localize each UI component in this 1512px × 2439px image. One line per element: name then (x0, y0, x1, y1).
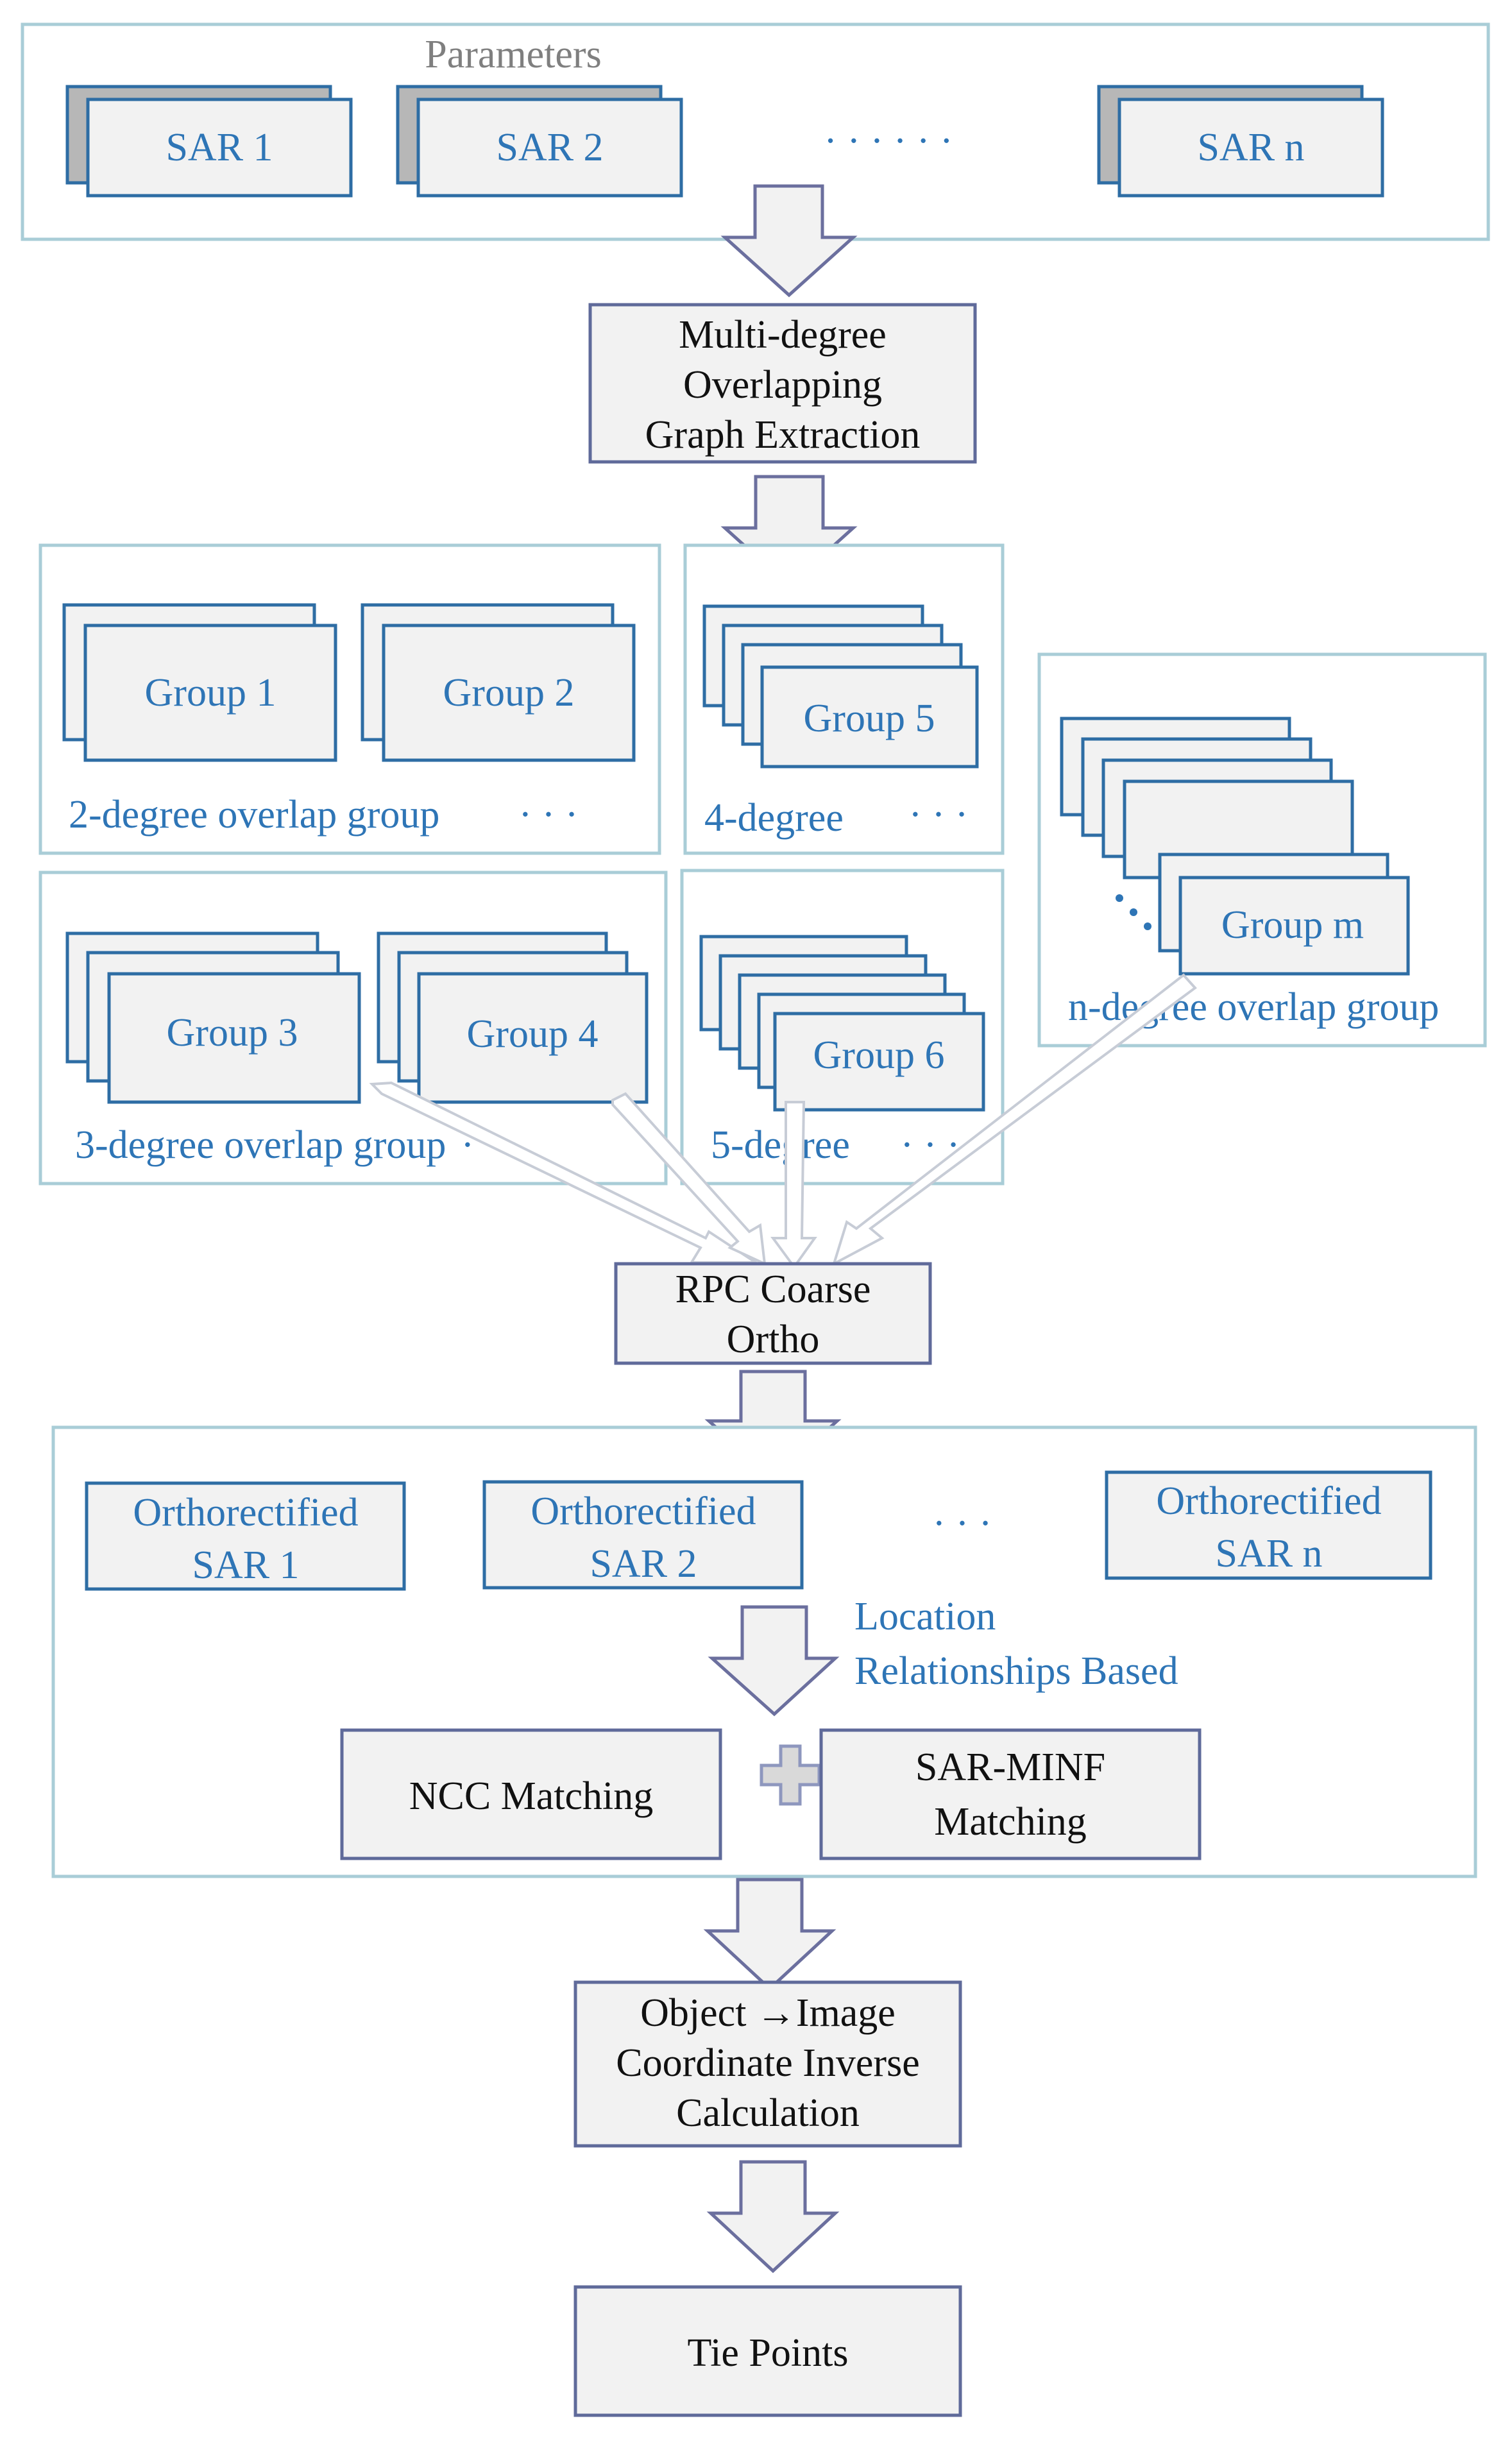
group-2-card (382, 624, 636, 762)
group-m-dot-1 (1116, 894, 1123, 902)
group-3-stack: Group 3 (65, 931, 361, 1104)
sar-1-label: SAR 1 (166, 126, 273, 169)
down-arrow-4 (708, 1605, 840, 1717)
down-arrow-5 (703, 1878, 837, 1991)
ortho-sar-1-box (85, 1481, 406, 1591)
ortho-sar-2-line2: SAR 2 (590, 1542, 697, 1586)
sar-n-card (1117, 98, 1384, 198)
ortho-sar-n-line1: Orthorectified (1156, 1479, 1381, 1523)
location-line1: Location (854, 1595, 996, 1638)
plus-icon (760, 1744, 821, 1806)
group-1-label: Group 1 (145, 671, 276, 715)
group-5-label: Group 5 (804, 697, 935, 740)
group-1-card (83, 624, 337, 762)
group-4-label: Group 4 (467, 1012, 599, 1056)
rpc-line1: RPC Coarse (675, 1268, 871, 1311)
tie-points-box (573, 2285, 962, 2417)
tie-points-label: Tie Points (688, 2331, 849, 2375)
sar-minf-line2: Matching (934, 1800, 1087, 1844)
ortho-sar-2: Orthorectified SAR 2 (482, 1480, 804, 1590)
ortho-sar-n-box (1105, 1470, 1432, 1580)
inverse-calc-line1: Object →Image (640, 1991, 896, 2035)
ortho-sar-n-line2: SAR n (1215, 1532, 1322, 1576)
sar-2-card (416, 98, 683, 198)
sar-2-label: SAR 2 (496, 126, 603, 169)
sar-minf-line1: SAR-MINF (915, 1746, 1105, 1789)
graph-extraction-line2: Overlapping (683, 363, 882, 407)
group-3-label: Group 3 (167, 1011, 298, 1055)
group-6-card (773, 1012, 985, 1112)
sar-n-stack: SAR n (1097, 85, 1384, 198)
graph-extraction-line1: Multi-degree (679, 313, 887, 357)
group-m-stack: Group m (1060, 717, 1410, 976)
converge-arrow-deg5 (770, 1101, 817, 1270)
sar-minf-matching: SAR-MINF Matching (819, 1728, 1202, 1860)
sar-minf-matching-box (819, 1728, 1202, 1860)
ortho-sar-1-line2: SAR 1 (192, 1543, 299, 1587)
sar-n-label: SAR n (1197, 126, 1304, 169)
group-m-label: Group m (1221, 903, 1364, 947)
ncc-matching-box (340, 1728, 722, 1860)
group-4-stack: Group 4 (377, 931, 649, 1104)
ncc-matching-label: NCC Matching (409, 1774, 654, 1818)
group-5-stack: Group 5 (702, 604, 979, 769)
inverse-calc-line2: Coordinate Inverse (616, 2041, 919, 2085)
ortho-sar-2-line1: Orthorectified (531, 1490, 756, 1533)
group-m-dot-2 (1130, 908, 1137, 916)
group-3-card (107, 972, 361, 1104)
down-arrow-1 (720, 184, 858, 298)
ortho-ellipsis: · · · (933, 1502, 992, 1545)
rpc-box (614, 1262, 932, 1365)
down-arrow-6 (706, 2160, 840, 2273)
sar-1-stack: SAR 1 (65, 85, 353, 198)
group-1-stack: Group 1 (62, 603, 337, 762)
inverse-calc-box (573, 1980, 962, 2148)
deg3-label: 3-degree overlap group (75, 1123, 446, 1167)
ortho-sar-2-box (482, 1480, 804, 1590)
group-6-stack: Group 6 (699, 935, 985, 1112)
graph-extraction-line3: Graph Extraction (645, 413, 921, 457)
group-m-dot-3 (1144, 922, 1151, 930)
group-4-card (417, 972, 649, 1104)
inverse-calc-line3: Calculation (676, 2091, 860, 2135)
deg4-label: 4-degree (704, 796, 844, 840)
converge-arrow-degn (831, 973, 1197, 1267)
group-2-stack: Group 2 (361, 603, 636, 762)
deg2-label: 2-degree overlap group (69, 793, 439, 837)
group-5-card (760, 665, 979, 769)
sar-1-card (86, 98, 353, 198)
graph-extraction-box (588, 303, 977, 464)
ncc-matching: NCC Matching (340, 1728, 722, 1860)
group-2-label: Group 2 (443, 671, 575, 715)
group-6-label: Group 6 (813, 1033, 945, 1077)
ortho-sar-1-line1: Orthorectified (133, 1491, 358, 1534)
ortho-sar-n: Orthorectified SAR n (1105, 1470, 1432, 1580)
group-m-card (1178, 876, 1410, 976)
deg2-ellipsis: · · · (519, 793, 579, 837)
deg4-ellipsis: · · · (909, 793, 969, 837)
parameters-label: Parameters (425, 33, 601, 76)
deg5-label: 5-degree (711, 1123, 850, 1167)
sar-ellipsis: · · · · · · (824, 119, 953, 163)
ortho-sar-1: Orthorectified SAR 1 (85, 1481, 406, 1591)
sar-2-stack: SAR 2 (396, 85, 683, 198)
rpc-line2: Ortho (727, 1318, 820, 1361)
location-line2: Relationships Based (854, 1649, 1178, 1693)
